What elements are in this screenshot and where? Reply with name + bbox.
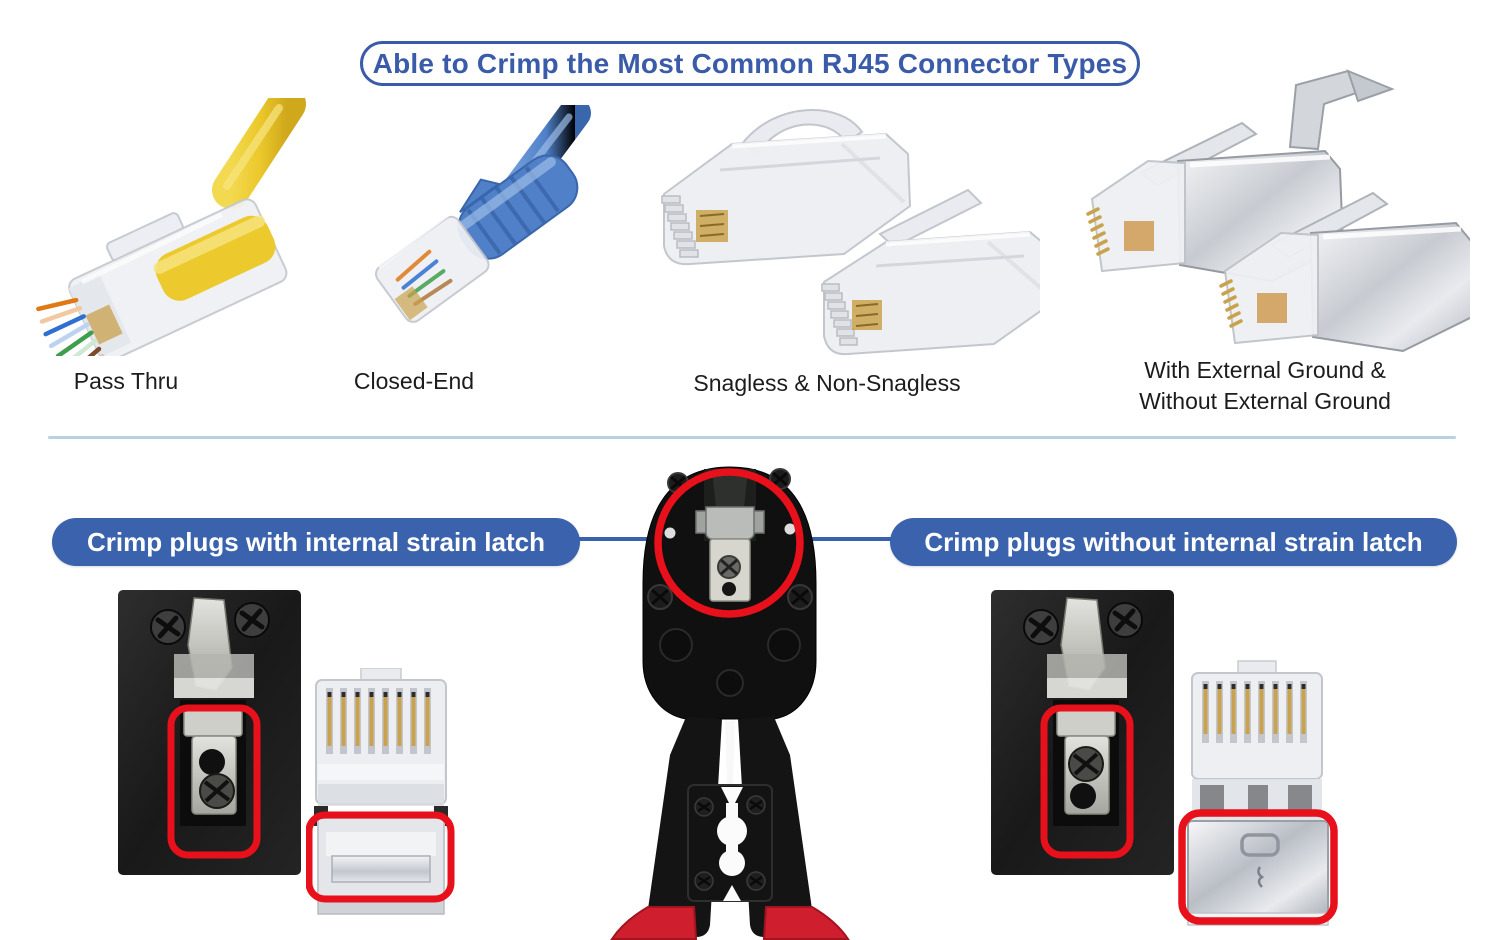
strain-latch-highlight-box-plug-right	[1178, 809, 1338, 925]
page-title: Able to Crimp the Most Common RJ45 Conne…	[372, 47, 1128, 79]
callout-left: Crimp plugs with internal strain latch	[52, 518, 580, 566]
callout-connector-line-left	[576, 537, 662, 541]
title-banner: Able to Crimp the Most Common RJ45 Conne…	[360, 41, 1140, 86]
external-ground-label-line1: With External Ground &	[1144, 357, 1386, 383]
tool-grip-right	[762, 906, 850, 940]
snagless-connectors-image	[661, 109, 1040, 356]
crimp-die-highlight-circle	[654, 468, 804, 618]
internal-latch-plug-image	[306, 668, 455, 915]
external-ground-label: With External Ground & Without External …	[1105, 355, 1425, 417]
crimp-tool-image	[610, 466, 850, 940]
strain-latch-highlight-box-right	[1040, 704, 1134, 859]
tool-grip-left	[610, 906, 698, 940]
closed-end-label: Closed-End	[353, 368, 475, 394]
callout-right-label: Crimp plugs without internal strain latc…	[924, 526, 1423, 557]
external-ground-label-line2: Without External Ground	[1139, 388, 1391, 414]
section-divider	[48, 436, 1456, 439]
shielded-connectors-image	[1086, 69, 1470, 353]
callout-left-label: Crimp plugs with internal strain latch	[87, 526, 545, 557]
callout-right: Crimp plugs without internal strain latc…	[890, 518, 1457, 566]
strain-latch-highlight-box-left	[167, 704, 261, 859]
strain-latch-highlight-box-plug-left	[306, 811, 455, 903]
pass-thru-label: Pass Thru	[73, 368, 179, 394]
die-closeup-right-image	[991, 590, 1174, 875]
no-internal-latch-plug-image	[1178, 660, 1338, 926]
die-closeup-left-image	[118, 590, 301, 875]
pass-thru-connector-image	[36, 98, 306, 356]
snagless-label: Snagless & Non-Snagless	[693, 370, 961, 396]
callout-connector-line-right	[796, 537, 893, 541]
closed-end-connector-image	[374, 105, 591, 323]
